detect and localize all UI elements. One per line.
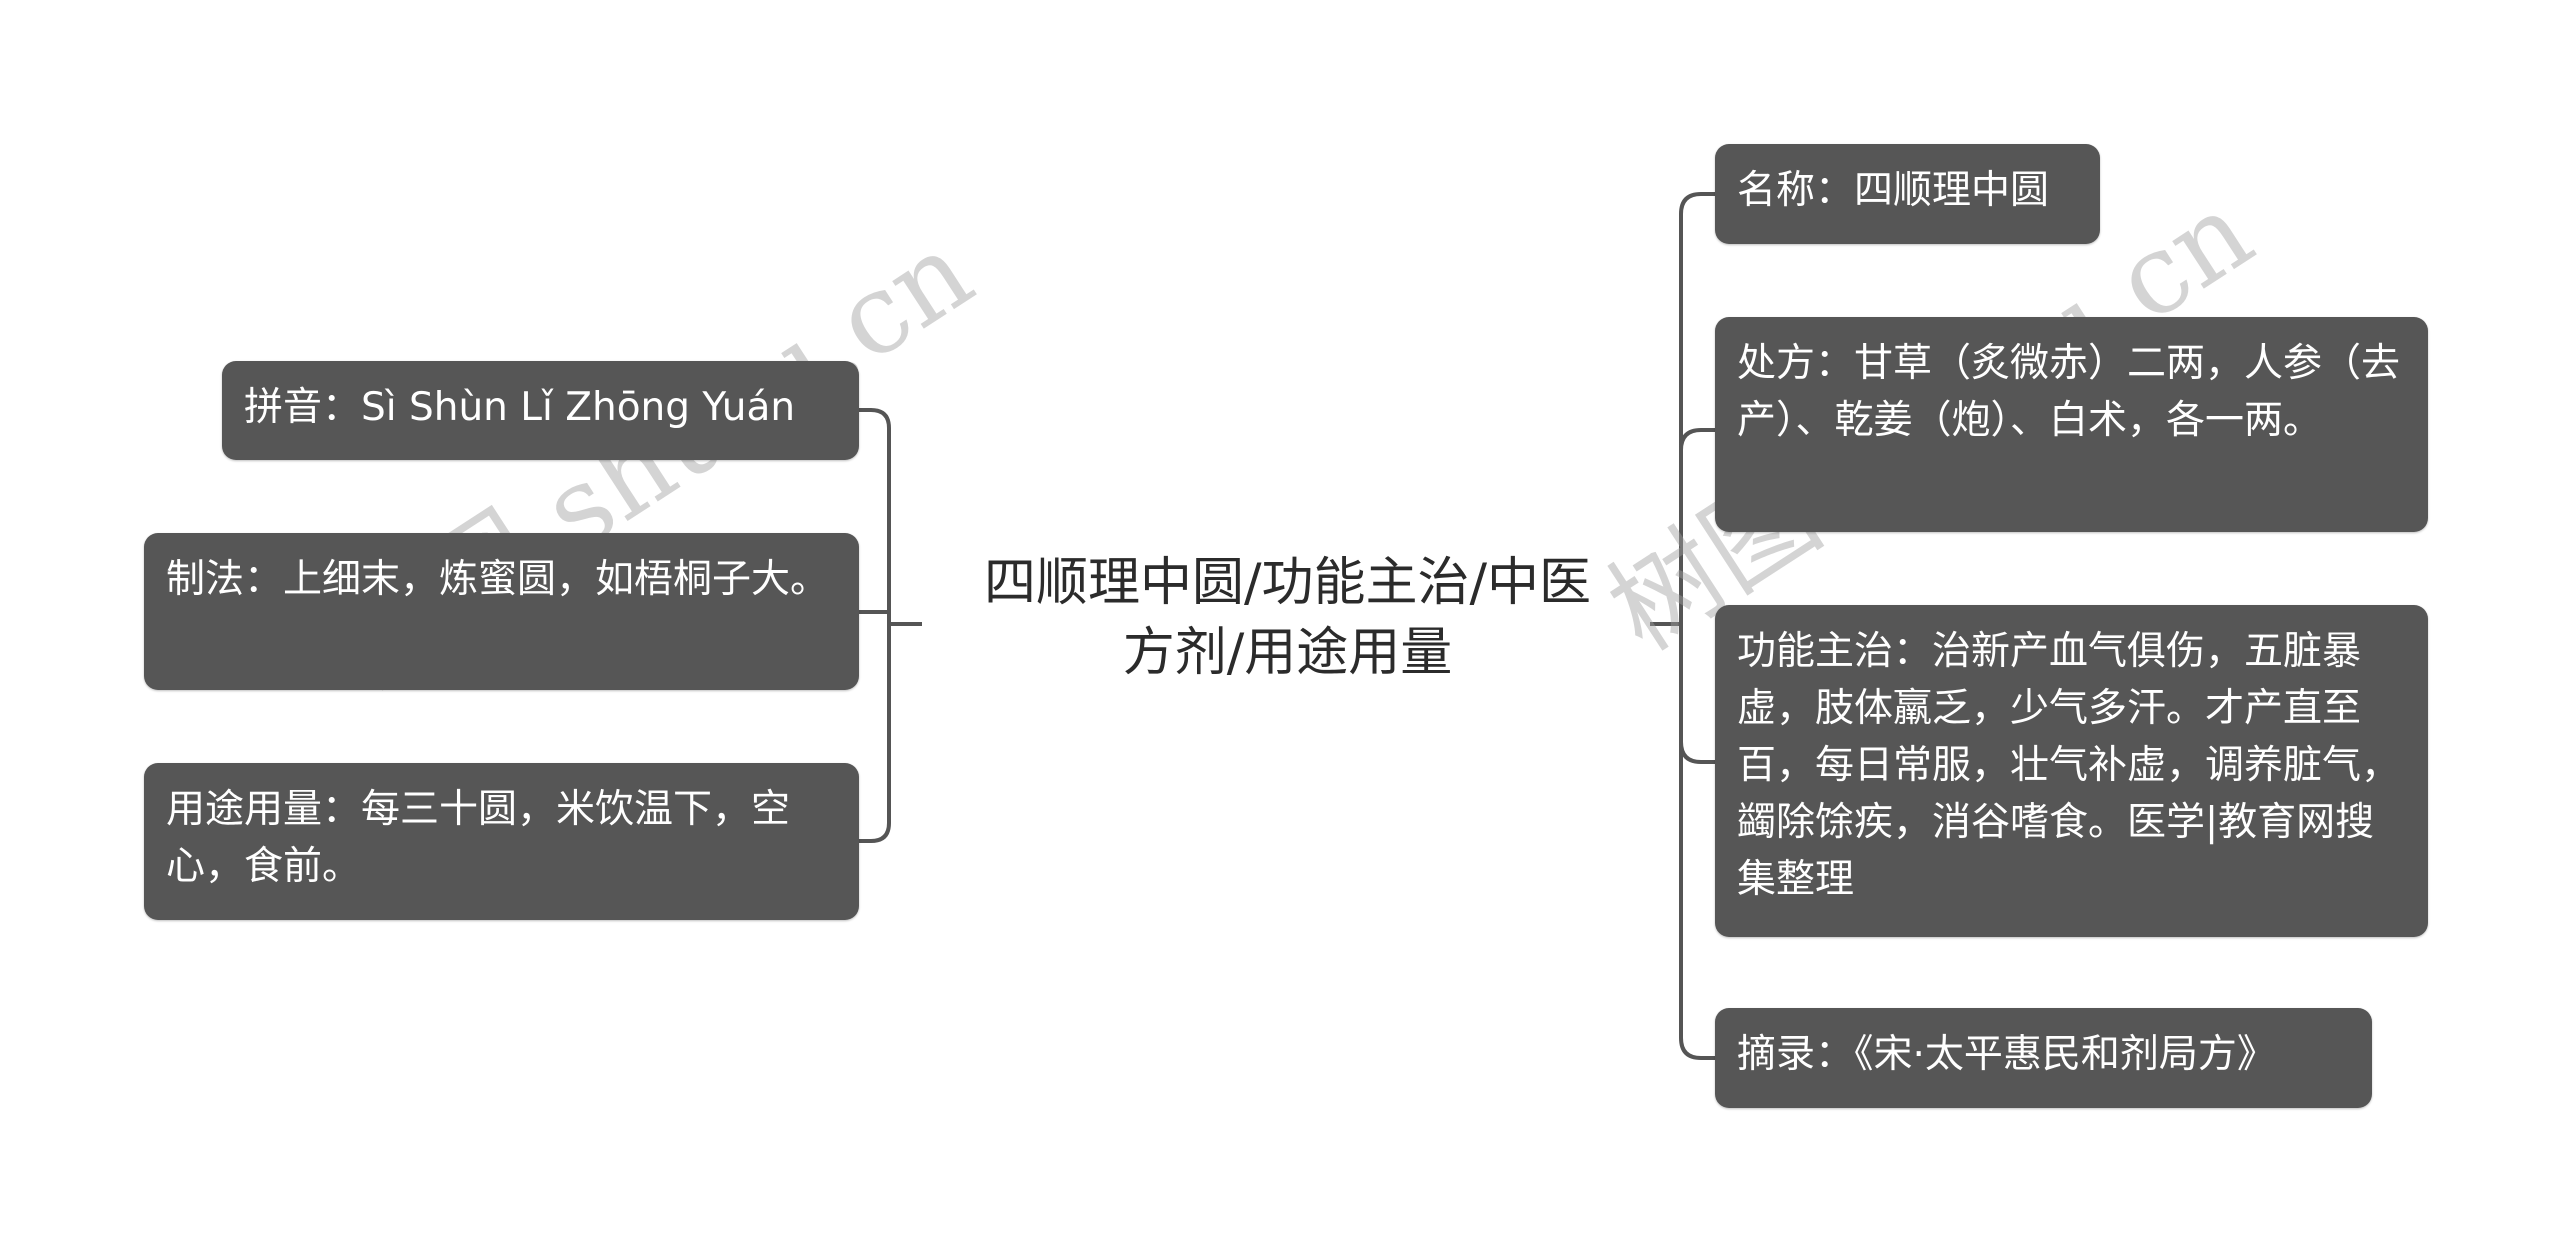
- node-pinyin[interactable]: 拼音：Sì Shùn Lǐ Zhōng Yuán: [222, 361, 859, 460]
- node-gongneng[interactable]: 功能主治：治新产血气俱伤，五脏暴虚，肢体羸乏，少气多汗。才产直至百，每日常服，壮…: [1715, 605, 2428, 937]
- node-chufang[interactable]: 处方：甘草（炙微赤）二两，人参（去产）、乾姜（炮）、白术，各一两。: [1715, 317, 2428, 532]
- link-right-zhailu: [1679, 624, 1715, 1060]
- node-yongtu[interactable]: 用途用量：每三十圆，米饮温下，空心，食前。: [144, 763, 859, 920]
- link-right-mingcheng: [1679, 192, 1715, 624]
- link-left-yongtu: [859, 624, 891, 843]
- link-left-pinyin: [859, 408, 891, 624]
- link-right-gongneng: [1679, 741, 1715, 764]
- node-zhifa[interactable]: 制法：上细末，炼蜜圆，如梧桐子大。: [144, 533, 859, 690]
- node-zhailu[interactable]: 摘录：《宋·太平惠民和剂局方》: [1715, 1008, 2372, 1108]
- link-right-chufang: [1679, 428, 1715, 451]
- root-topic[interactable]: 四顺理中圆/功能主治/中医方剂/用途用量: [983, 553, 1592, 683]
- node-mingcheng[interactable]: 名称：四顺理中圆: [1715, 144, 2100, 244]
